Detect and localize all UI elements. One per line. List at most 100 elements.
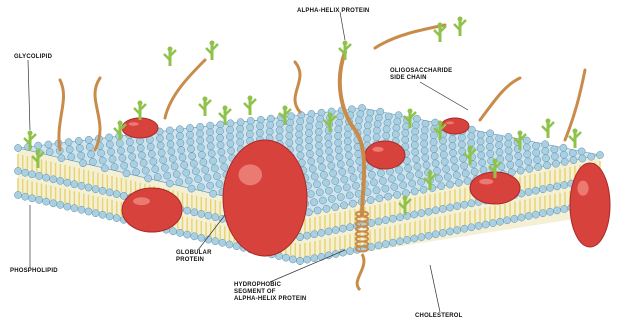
phospholipid-head (435, 175, 442, 182)
phospholipid-head (323, 179, 330, 186)
phospholipid-head (99, 157, 106, 164)
phospholipid-head (368, 171, 375, 178)
phospholipid-head (277, 120, 284, 127)
phospholipid-head (197, 123, 204, 130)
phospholipid-head (211, 165, 218, 172)
phospholipid-head (57, 201, 64, 208)
phospholipid-head (88, 151, 95, 158)
phospholipid-head (197, 184, 204, 191)
phospholipid-head (50, 200, 57, 207)
phospholipid-head (439, 205, 446, 212)
phospholipid-head (307, 190, 314, 197)
phospholipid-head (35, 142, 42, 149)
phospholipid-head (504, 217, 511, 224)
phospholipid-head (507, 161, 514, 168)
phospholipid-head (486, 143, 493, 150)
phospholipid-head (167, 141, 174, 148)
phospholipid-head (525, 212, 532, 219)
phospholipid-head (489, 220, 496, 227)
phospholipid-head (449, 142, 456, 149)
phospholipid-head (343, 184, 350, 191)
phospholipid-head (316, 149, 323, 156)
phospholipid-head (523, 137, 530, 144)
label-oligosaccharide-side-chain: OLIGOSACCHARIDE SIDE CHAIN (390, 68, 452, 82)
phospholipid-head (45, 141, 52, 148)
phospholipid-head (106, 213, 113, 220)
phospholipid-head (339, 225, 346, 232)
phospholipid-head (388, 176, 395, 183)
phospholipid-head (411, 211, 418, 218)
phospholipid-head (421, 133, 428, 140)
phospholipid-head (287, 119, 294, 126)
phospholipid-head (487, 150, 494, 157)
phospholipid-head (382, 217, 389, 224)
phospholipid-head (296, 138, 303, 145)
oligosaccharide-stalk-5 (375, 25, 445, 48)
phospholipid-head (164, 172, 171, 179)
phospholipid-head (425, 232, 432, 239)
phospholipid-head (330, 170, 337, 177)
phospholipid-head (411, 188, 418, 195)
phospholipid-head (127, 146, 134, 153)
phospholipid-head (350, 174, 357, 181)
phospholipid-head (288, 113, 295, 120)
phospholipid-head (546, 184, 553, 191)
phospholipid-head (171, 163, 178, 170)
phospholipid-head (468, 200, 475, 207)
phospholipid-head (147, 143, 154, 150)
phospholipid-head (161, 164, 168, 171)
phospholipid-head (187, 138, 194, 145)
phospholipid-head (346, 159, 353, 166)
phospholipid-head (150, 158, 157, 165)
phospholipid-head (464, 177, 471, 184)
phospholipid-head (85, 208, 92, 215)
phospholipid-head (46, 148, 53, 155)
phospholipid-head (311, 255, 318, 262)
phospholipid-head (373, 127, 380, 134)
phospholipid-head (202, 166, 209, 173)
phospholipid-head (320, 171, 327, 178)
phospholipid-head (542, 148, 549, 155)
phospholipid-head (58, 155, 65, 162)
phospholipid-head (477, 131, 484, 138)
phospholipid-head (318, 229, 325, 236)
phospholipid-head (588, 153, 595, 160)
phospholipid-head (525, 158, 532, 165)
oligosaccharide-stalk-3 (165, 60, 205, 118)
phospholipid-head (89, 158, 96, 165)
phospholipid-head (346, 224, 353, 231)
phospholipid-head (36, 172, 43, 179)
phospholipid-head (363, 135, 370, 142)
phospholipid-head (257, 116, 264, 123)
phospholipid-head (166, 180, 173, 187)
phospholipid-head (191, 233, 198, 240)
phospholipid-head (446, 181, 453, 188)
phospholipid-head (14, 191, 21, 198)
phospholipid-head (78, 182, 85, 189)
phospholipid-head (461, 225, 468, 232)
phospholipid-head (579, 155, 586, 162)
phospholipid-head (532, 187, 539, 194)
sugar-branch-19 (339, 41, 351, 61)
phospholipid-head (216, 181, 223, 188)
phospholipid-head (515, 152, 522, 159)
phospholipid-head (546, 208, 553, 215)
phospholipid-head (346, 192, 353, 199)
phospholipid-head (311, 231, 318, 238)
phospholipid-head (189, 153, 196, 160)
phospholipid-head (421, 140, 428, 147)
phospholipid-head (121, 162, 128, 169)
phospholipid-head (177, 139, 184, 146)
phospholipid-head (226, 133, 233, 140)
phospholipid-head (212, 238, 219, 245)
phospholipid-head (336, 153, 343, 160)
phospholipid-head (210, 190, 217, 197)
oligosaccharide-stalk-1 (59, 80, 64, 150)
phospholipid-head (441, 158, 448, 165)
sugar-branch-15 (542, 119, 554, 139)
phospholipid-head (404, 236, 411, 243)
phospholipid-head (461, 162, 468, 169)
phospholipid-head (266, 128, 273, 135)
phospholipid-head (373, 187, 380, 194)
phospholipid-head (535, 164, 542, 171)
